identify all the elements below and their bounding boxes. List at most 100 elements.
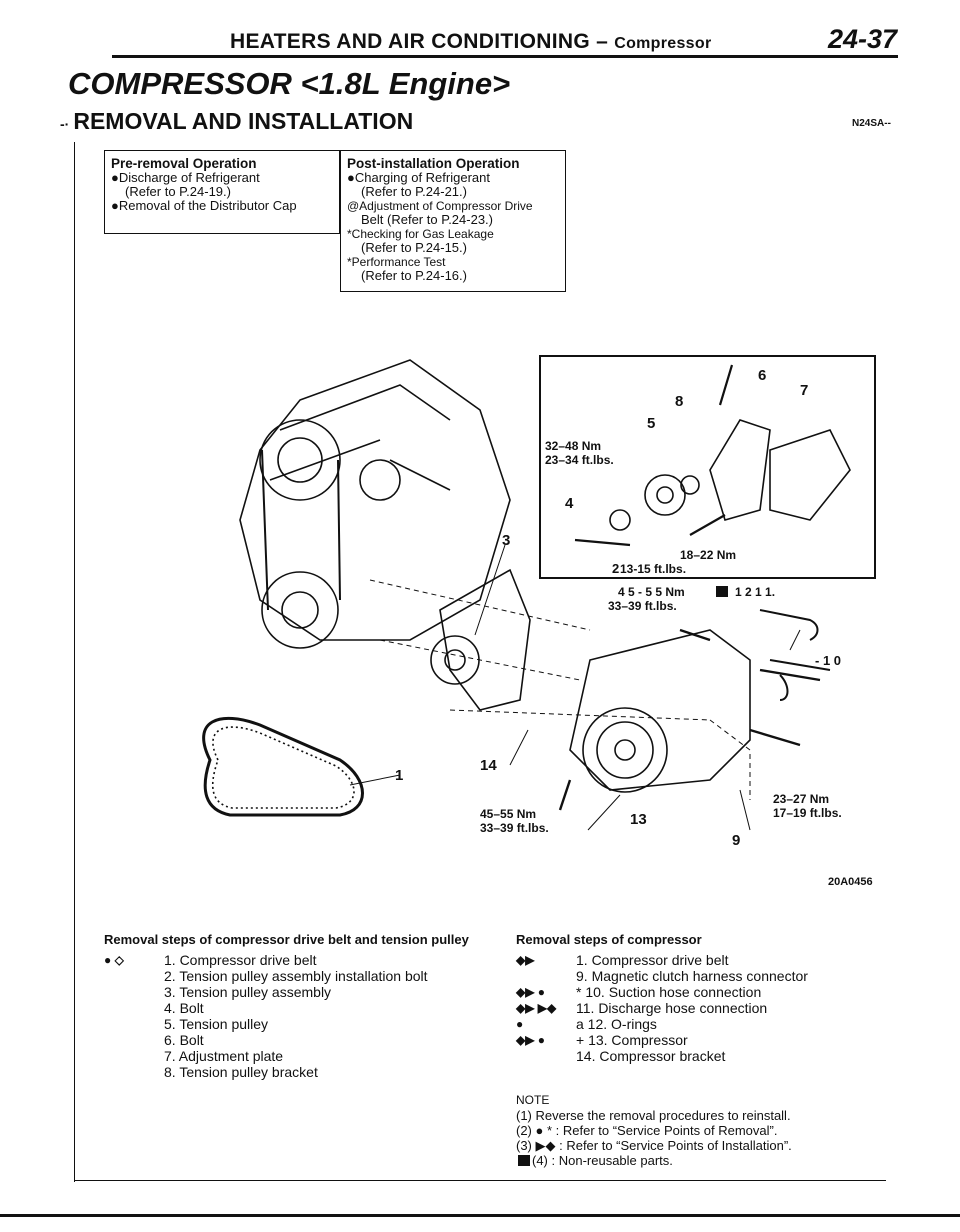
note-heading: NOTE [516, 1093, 550, 1107]
step-mark: ◆▶ [516, 953, 535, 967]
torque-23-34-ftlbs: 23–34 ft.lbs. [545, 453, 614, 467]
belt-removal-steps: Removal steps of compressor drive belt a… [104, 932, 484, 1080]
torque-45-55-nm-lower: 45–55 Nm [480, 807, 536, 821]
note-line: (3) ▶◆ : Refer to “Service Points of Ins… [516, 1138, 792, 1153]
callout-6: 6 [758, 367, 766, 384]
figure-code: 20A0456 [828, 876, 873, 888]
torque-18-22-nm: 18–22 Nm [680, 548, 736, 562]
list-item: ● ◇ 1. Compressor drive belt [104, 952, 484, 968]
post-line: (Refer to P.24-16.) [361, 268, 467, 283]
step-text: 4. Bolt [164, 1000, 204, 1016]
step-text: 7. Adjustment plate [164, 1048, 284, 1064]
pre-removal-box: Pre-removal Operation ●Discharge of Refr… [104, 150, 340, 234]
post-line: *Performance Test [347, 255, 446, 269]
list-item: 3. Tension pulley assembly [104, 984, 484, 1000]
header-title-sub: Compressor [614, 35, 712, 52]
step-mark: ● ◇ [104, 953, 124, 967]
running-header: HEATERS AND AIR CONDITIONING – Compresso… [230, 30, 711, 54]
step-mark [104, 968, 164, 984]
engine-block-outline [239, 359, 511, 641]
list-item: ◆▶ ▶◆ 11. Discharge hose connection [516, 1000, 896, 1016]
callout-10: - 1 0 [815, 653, 841, 668]
list-item: ◆▶ ● + 13. Compressor [516, 1032, 896, 1048]
step-mark: ◆▶ ● [516, 1033, 546, 1047]
note-line: (4) : Non-reusable parts. [516, 1153, 896, 1168]
list-item: 2. Tension pulley assembly installation … [104, 968, 484, 984]
callout-3: 3 [502, 532, 510, 549]
detail-inset-frame [539, 355, 876, 579]
section-code: N24SA-- [852, 118, 891, 129]
page-number: 24-37 [828, 24, 898, 54]
post-installation-heading: Post-installation Operation [347, 156, 520, 171]
drive-belt [202, 716, 364, 817]
step-text: 1. Compressor drive belt [576, 952, 729, 968]
compressor-removal-steps: Removal steps of compressor ◆▶ 1. Compres… [516, 932, 896, 1064]
pre-removal-line: ●Removal of the Distributor Cap [111, 198, 297, 213]
compressor-body [569, 629, 751, 791]
step-text: 3. Tension pulley assembly [164, 984, 332, 1000]
callout-4: 4 [565, 495, 574, 512]
post-line: *Checking for Gas Leakage [347, 227, 494, 241]
callout-13: 13 [630, 811, 647, 828]
callout-8: 8 [675, 393, 683, 410]
pre-removal-line: (Refer to P.24-19.) [125, 184, 231, 199]
list-item: 6. Bolt [104, 1032, 484, 1048]
list-item: 14. Compressor bracket [516, 1048, 896, 1064]
step-mark [104, 1016, 164, 1032]
step-mark [104, 1032, 164, 1048]
note-block: NOTE (1) Reverse the removal procedures … [516, 1093, 896, 1168]
step-text: * 10. Suction hose connection [576, 984, 762, 1000]
step-text: 1. Compressor drive belt [164, 952, 317, 968]
torque-32-48-nm: 32–48 Nm [545, 439, 601, 453]
step-text: 11. Discharge hose connection [576, 1000, 768, 1016]
torque-45-55-nm-upper: 4 5 - 5 5 Nm [618, 585, 685, 599]
post-line: ●Charging of Refrigerant [347, 170, 490, 185]
torque-33-39-ftlbs-upper: 33–39 ft.lbs. [608, 599, 677, 613]
section-title: COMPRESSOR <1.8L Engine> [68, 66, 511, 101]
step-text: 8. Tension pulley bracket [164, 1064, 318, 1080]
step-mark [516, 1048, 576, 1064]
step-text: 2. Tension pulley assembly installation … [164, 968, 428, 984]
note-line: (1) Reverse the removal procedures to re… [516, 1108, 791, 1123]
dash-mark-icon: -· [60, 116, 70, 132]
post-line: Belt (Refer to P.24-23.) [361, 212, 493, 227]
left-margin-rule [74, 142, 75, 1182]
pre-removal-line: ●Discharge of Refrigerant [111, 170, 260, 185]
compressor-bracket [439, 568, 531, 711]
note-line: (2) ● * : Refer to “Service Points of Re… [516, 1123, 778, 1138]
step-text: 6. Bolt [164, 1032, 204, 1048]
tension-pulley [644, 474, 686, 516]
list-item: 4. Bolt [104, 1000, 484, 1016]
step-mark: ● [516, 1017, 524, 1031]
page-bottom-rule [0, 1214, 960, 1217]
list-item: ● a 12. O-rings [516, 1016, 896, 1032]
list-item: ◆▶ ●* 10. Suction hose connection [516, 984, 896, 1000]
magnetic-clutch [582, 707, 668, 793]
step-text: 9. Magnetic clutch harness connector [576, 968, 808, 984]
callout-12-11: 1 2 1 1. [735, 585, 775, 599]
step-mark: ◆▶ ▶◆ [516, 1001, 557, 1015]
step-mark [104, 1000, 164, 1016]
compressor-steps-title: Removal steps of compressor [516, 932, 702, 947]
torque-17-19-ftlbs: 17–19 ft.lbs. [773, 806, 842, 820]
torque-33-39-ftlbs-lower: 33–39 ft.lbs. [480, 821, 549, 835]
post-line: (Refer to P.24-15.) [361, 240, 467, 255]
callout-2: 2 [612, 561, 619, 576]
step-mark [104, 984, 164, 1000]
lower-pulley [261, 571, 339, 649]
step-mark [516, 968, 576, 984]
non-reusable-icon [716, 586, 728, 597]
list-item: ◆▶ 1. Compressor drive belt [516, 952, 896, 968]
step-text: + 13. Compressor [576, 1032, 688, 1048]
header-title-sep: – [589, 30, 615, 53]
tension-pulley-bracket [769, 429, 851, 521]
belt-steps-title: Removal steps of compressor drive belt a… [104, 932, 469, 947]
note-line-text: (4) : Non-reusable parts. [532, 1153, 673, 1168]
step-text: a 12. O-rings [576, 1016, 657, 1032]
step-text: 5. Tension pulley [164, 1016, 269, 1032]
post-line: (Refer to P.24-21.) [361, 184, 467, 199]
list-item: 5. Tension pulley [104, 1016, 484, 1032]
list-item: 9. Magnetic clutch harness connector [516, 968, 896, 984]
post-installation-box: Post-installation Operation ●Charging of… [340, 150, 566, 292]
callout-7: 7 [800, 382, 808, 399]
